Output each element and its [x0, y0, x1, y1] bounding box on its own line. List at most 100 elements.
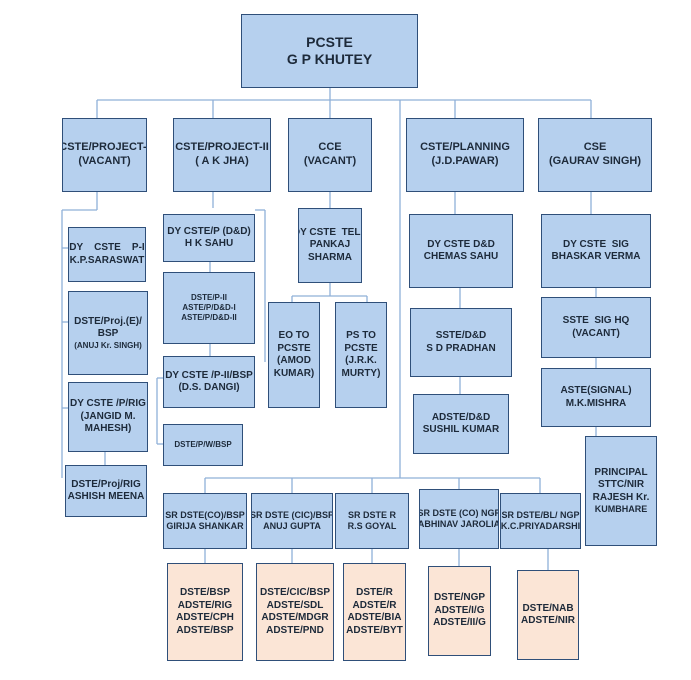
sr-dste-r-box: SR DSTE R R.S GOYAL — [335, 493, 409, 549]
aste-signal-name: M.K.MISHRA — [565, 397, 627, 409]
subordinate-item: ADSTE/SDL — [266, 599, 324, 611]
cse-box: CSE (GAURAV SINGH) — [538, 118, 652, 192]
dy-cste-p-i-title: DY CSTE P-I — [69, 242, 145, 253]
dy-cste-p-rig-name1: (JANGID M. — [80, 410, 136, 422]
ps-to-name1: (J.R.K. — [345, 355, 377, 366]
cce-box: CCE (VACANT) — [288, 118, 372, 192]
dy-cste-sig-name: BHASKAR VERMA — [551, 251, 641, 262]
dy-cste-p-rig-title: DY CSTE /P/RIG — [70, 398, 146, 410]
sste-dd-title: SSTE/D&D — [435, 330, 487, 341]
cste-project-i-box: CSTE/PROJECT-I (VACANT) — [62, 118, 147, 192]
pcste-name: G P KHUTEY — [286, 51, 373, 67]
subordinate-item: ADSTE/MDGR — [261, 612, 329, 623]
subordinate-item: DSTE/CIC/BSP — [259, 587, 330, 598]
dy-cste-tele-name1: PANKAJ — [309, 239, 351, 251]
subordinate-item: ADSTE/BYT — [346, 624, 403, 636]
dy-cste-dd-title: DY CSTE D&D — [427, 238, 495, 250]
dy-cste-p-i-name: K.P.SARASWAT — [69, 254, 145, 266]
dy-cste-p-ii-bsp-box: DY CSTE /P-II/BSP (D.S. DANGI) — [163, 356, 255, 408]
principal-office: STTC/NIR — [597, 479, 645, 491]
sr-dste-cic-bsp-box: SR DSTE (CIC)/BSP ANUJ GUPTA — [251, 493, 333, 549]
ps-to-office: PCSTE — [344, 342, 378, 354]
adste-dd-name: SUSHIL KUMAR — [422, 424, 500, 435]
sr-dste-bl-ngp-name: K.C.PRIYADARSHI — [500, 521, 581, 531]
subordinates-co-bsp-box: DSTE/BSP ADSTE/RIG ADSTE/CPH ADSTE/BSP — [167, 563, 243, 661]
dy-cste-p-i-box: DY CSTE P-I K.P.SARASWAT — [68, 227, 146, 282]
subordinate-item: ADSTE/R — [352, 599, 397, 611]
sste-sig-hq-name: (VACANT) — [572, 327, 620, 339]
principal-name1: RAJESH Kr. — [592, 491, 650, 503]
dste-p-w-bsp-title: DSTE/P/W/BSP — [174, 440, 232, 449]
dste-proj-e-bsp-box: DSTE/Proj.(E)/ BSP (ANUJ Kr. SINGH) — [68, 291, 148, 375]
cste-project-i-name: (VACANT) — [78, 155, 131, 167]
dste-proj-rig-title: DSTE/Proj/RIG — [71, 478, 141, 490]
dste-proj-e-title: DSTE/Proj.(E)/ — [74, 315, 142, 327]
dy-cste-dd-box: DY CSTE D&D CHEMAS SAHU — [409, 214, 513, 288]
principal-name2: KUMBHARE — [594, 504, 648, 515]
principal-title: PRINCIPAL — [594, 466, 648, 478]
sr-dste-co-ngp-title: SR DSTE (CO) NGP — [419, 507, 499, 518]
dste-proj-e-location: BSP — [97, 328, 119, 339]
subordinate-item: ADSTE/BIA — [347, 612, 402, 623]
subordinate-item: DSTE/R — [356, 587, 393, 598]
eo-to-title: EO TO — [278, 330, 310, 341]
dy-cste-p-ii-bsp-name: (D.S. DANGI) — [178, 382, 240, 393]
aste-signal-title: ASTE(SIGNAL) — [560, 385, 632, 396]
adste-dd-title: ADSTE/D&D — [431, 411, 491, 423]
subordinates-cic-bsp-box: DSTE/CIC/BSP ADSTE/SDL ADSTE/MDGR ADSTE/… — [256, 563, 334, 661]
eo-to-pcste-box: EO TO PCSTE (AMOD KUMAR) — [268, 302, 320, 408]
sste-sig-hq-box: SSTE SIG HQ (VACANT) — [541, 297, 651, 358]
dy-cste-p-rig-name2: MAHESH) — [84, 423, 132, 435]
cste-project-ii-name: ( A K JHA) — [195, 155, 249, 167]
sste-dd-box: SSTE/D&D S D PRADHAN — [410, 308, 512, 377]
sr-dste-co-ngp-name: ABHINAV JAROLIA — [419, 519, 499, 529]
aste-p-dd-ii-line: ASTE/P/D&D-II — [181, 313, 237, 322]
subordinate-item: ADSTE/CPH — [176, 612, 234, 623]
cce-name: (VACANT) — [303, 155, 357, 167]
aste-p-dd-i-line: ASTE/P/D&D-I — [182, 303, 236, 312]
dste-p-ii-box: DSTE/P-II ASTE/P/D&D-I ASTE/P/D&D-II — [163, 272, 255, 344]
dste-p-w-bsp-box: DSTE/P/W/BSP — [163, 424, 243, 466]
dy-cste-p-dd-box: DY CSTE/P (D&D) H K SAHU — [163, 214, 255, 262]
subordinate-item: ADSTE/I/G — [434, 604, 485, 616]
dy-cste-tele-title: DY CSTE TELE — [299, 226, 361, 238]
adste-dd-box: ADSTE/D&D SUSHIL KUMAR — [413, 394, 509, 454]
pcste-box: PCSTE G P KHUTEY — [241, 14, 418, 88]
subordinate-item: ADSTE/II/G — [433, 617, 486, 629]
cste-project-i-title: CSTE/PROJECT-I — [62, 141, 147, 154]
dy-cste-tele-box: DY CSTE TELE PANKAJ SHARMA — [298, 208, 362, 283]
ps-to-name2: MURTY) — [341, 367, 381, 379]
sr-dste-co-bsp-title: SR DSTE(CO)/BSP — [165, 509, 245, 520]
subordinate-item: DSTE/NAB — [522, 602, 574, 614]
dste-proj-rig-name: ASHISH MEENA — [67, 491, 145, 502]
subordinate-item: DSTE/NGP — [433, 592, 486, 604]
sr-dste-co-bsp-name: GIRIJA SHANKAR — [166, 521, 244, 531]
subordinate-item: ADSTE/BSP — [176, 624, 234, 636]
subordinates-r-box: DSTE/R ADSTE/R ADSTE/BIA ADSTE/BYT — [343, 563, 406, 661]
cste-project-ii-title: CSTE/PROJECT-II — [175, 141, 269, 154]
dy-cste-p-dd-name: H K SAHU — [184, 238, 234, 249]
ps-to-title: PS TO — [346, 330, 376, 341]
sr-dste-bl-ngp-box: SR DSTE/BL/ NGP K.C.PRIYADARSHI — [500, 493, 581, 549]
dy-cste-tele-name2: SHARMA — [308, 251, 352, 263]
sste-dd-name: S D PRADHAN — [426, 342, 496, 354]
principal-sttc-box: PRINCIPAL STTC/NIR RAJESH Kr. KUMBHARE — [585, 436, 657, 546]
sste-sig-hq-title: SSTE SIG HQ — [562, 315, 630, 326]
subordinate-item: DSTE/BSP — [179, 587, 230, 598]
dy-cste-p-dd-title: DY CSTE/P (D&D) — [167, 225, 251, 237]
eo-to-office: PCSTE — [277, 342, 311, 354]
cse-name: (GAURAV SINGH) — [548, 155, 642, 167]
sr-dste-co-bsp-box: SR DSTE(CO)/BSP GIRIJA SHANKAR — [163, 493, 247, 549]
cste-project-ii-box: CSTE/PROJECT-II ( A K JHA) — [173, 118, 271, 192]
cse-title: CSE — [583, 141, 607, 154]
dste-proj-e-name: (ANUJ Kr. SINGH) — [74, 340, 142, 350]
dy-cste-sig-box: DY CSTE SIG BHASKAR VERMA — [541, 214, 651, 288]
subordinate-item: ADSTE/NIR — [521, 615, 575, 626]
sr-dste-r-title: SR DSTE R — [347, 509, 396, 520]
pcste-title: PCSTE — [306, 33, 353, 50]
sr-dste-bl-ngp-title: SR DSTE/BL/ NGP — [501, 509, 580, 520]
eo-to-name2: KUMAR) — [273, 367, 315, 379]
aste-signal-box: ASTE(SIGNAL) M.K.MISHRA — [541, 368, 651, 427]
sr-dste-co-ngp-box: SR DSTE (CO) NGP ABHINAV JAROLIA — [419, 489, 499, 549]
